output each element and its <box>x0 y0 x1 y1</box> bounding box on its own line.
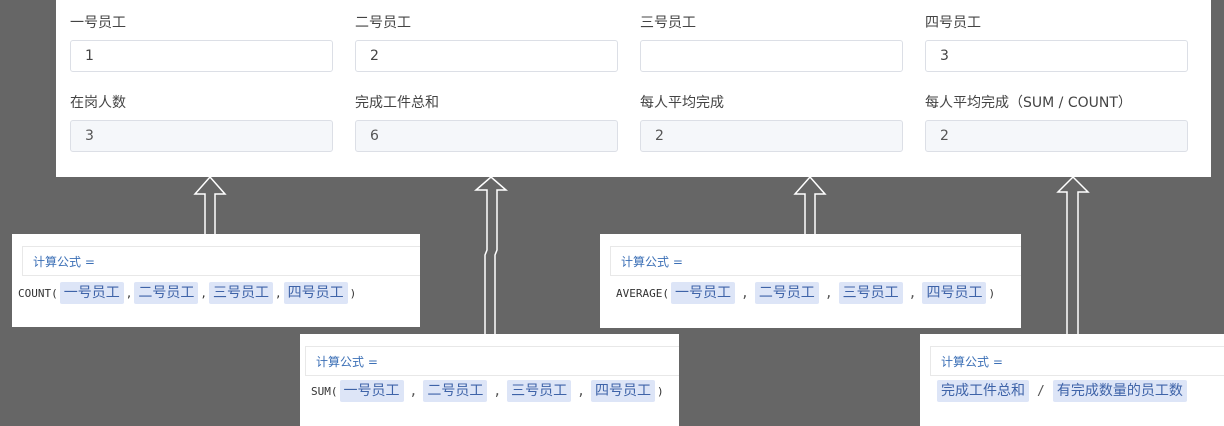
formula-panel-sum: 计算公式 = SUM(一号员工, 二号员工, 三号员工, 四号员工) <box>300 334 679 426</box>
field-label: 二号员工 <box>355 15 411 31</box>
field-token-employee-2[interactable]: 二号员工 <box>134 282 199 304</box>
formula-body: AVERAGE(一号员工, 二号员工, 三号员工, 四号员工) <box>616 282 995 304</box>
field-label: 每人平均完成 <box>640 95 724 111</box>
comma: , <box>409 383 418 399</box>
field-token-employee-3[interactable]: 三号员工 <box>507 380 572 402</box>
close-paren: ) <box>656 384 664 398</box>
formula-title: 计算公式 = <box>621 255 683 269</box>
function-name: COUNT <box>18 286 52 300</box>
field-token-employee-1[interactable]: 一号员工 <box>339 380 404 402</box>
employee-1-input[interactable] <box>70 40 333 72</box>
employee-2-input[interactable] <box>355 40 618 72</box>
field-token-employee-4[interactable]: 四号员工 <box>590 380 655 402</box>
comma: , <box>577 383 585 399</box>
field-token-employee-2[interactable]: 二号员工 <box>754 282 819 304</box>
comma: , <box>824 285 833 301</box>
field-token-employees-with-output[interactable]: 有完成数量的员工数 <box>1052 380 1187 402</box>
field-label: 完成工件总和 <box>355 95 439 111</box>
field-label: 三号员工 <box>640 15 696 31</box>
function-name: SUM <box>311 384 331 398</box>
comma: , <box>125 286 133 300</box>
formula-body: SUM(一号员工, 二号员工, 三号员工, 四号员工) <box>311 380 664 402</box>
formula-body: 完成工件总和 / 有完成数量的员工数 <box>935 380 1189 402</box>
on-duty-count-input[interactable] <box>70 120 333 152</box>
arrow-up-icon <box>473 176 509 334</box>
total-completed-input[interactable] <box>355 120 618 152</box>
open-paren: ( <box>330 384 338 398</box>
formula-title: 计算公式 = <box>316 355 378 369</box>
arrow-up-icon <box>193 175 227 236</box>
comma: , <box>493 383 502 399</box>
field-label: 四号员工 <box>925 15 981 31</box>
arrow-up-icon <box>1056 175 1090 334</box>
comma: , <box>740 285 749 301</box>
close-paren: ) <box>349 286 357 300</box>
comma: , <box>200 286 207 300</box>
field-token-employee-1[interactable]: 一号员工 <box>59 282 124 304</box>
field-label: 在岗人数 <box>70 95 126 111</box>
formula-header: 计算公式 = <box>930 346 1224 376</box>
function-name: AVERAGE <box>616 286 663 300</box>
field-token-employee-4[interactable]: 四号员工 <box>283 282 348 304</box>
formula-title: 计算公式 = <box>33 255 95 269</box>
formula-panel-count: 计算公式 = COUNT(一号员工,二号员工,三号员工,四号员工) <box>12 234 420 327</box>
formula-header: 计算公式 = <box>610 246 1021 276</box>
formula-title: 计算公式 = <box>941 355 1003 369</box>
average-sum-count-input[interactable] <box>925 120 1188 152</box>
field-token-total-completed[interactable]: 完成工件总和 <box>937 380 1029 402</box>
field-token-employee-3[interactable]: 三号员工 <box>838 282 903 304</box>
field-token-employee-3[interactable]: 三号员工 <box>209 282 273 304</box>
form-card: 一号员工 二号员工 三号员工 四号员工 在岗人数 完成工件总和 每人平均完成 每… <box>56 0 1211 177</box>
formula-panel-ratio: 计算公式 = 完成工件总和 / 有完成数量的员工数 <box>920 334 1224 426</box>
employee-3-input[interactable] <box>640 40 903 72</box>
open-paren: ( <box>662 286 669 300</box>
field-token-employee-1[interactable]: 一号员工 <box>670 282 735 304</box>
formula-header: 计算公式 = <box>22 246 420 276</box>
arrow-up-icon <box>793 175 827 236</box>
comma: , <box>908 285 917 301</box>
employee-4-input[interactable] <box>925 40 1188 72</box>
average-input[interactable] <box>640 120 903 152</box>
formula-body: COUNT(一号员工,二号员工,三号员工,四号员工) <box>18 282 356 304</box>
formula-panel-average: 计算公式 = AVERAGE(一号员工, 二号员工, 三号员工, 四号员工) <box>600 234 1021 328</box>
close-paren: ) <box>988 286 996 300</box>
field-token-employee-4[interactable]: 四号员工 <box>922 282 987 304</box>
divide-operator: / <box>1037 383 1045 399</box>
field-label: 一号员工 <box>70 15 126 31</box>
field-label: 每人平均完成（SUM / COUNT） <box>925 95 1132 111</box>
open-paren: ( <box>51 286 58 300</box>
formula-header: 计算公式 = <box>305 346 679 376</box>
field-token-employee-2[interactable]: 二号员工 <box>423 380 488 402</box>
comma: , <box>275 286 282 300</box>
